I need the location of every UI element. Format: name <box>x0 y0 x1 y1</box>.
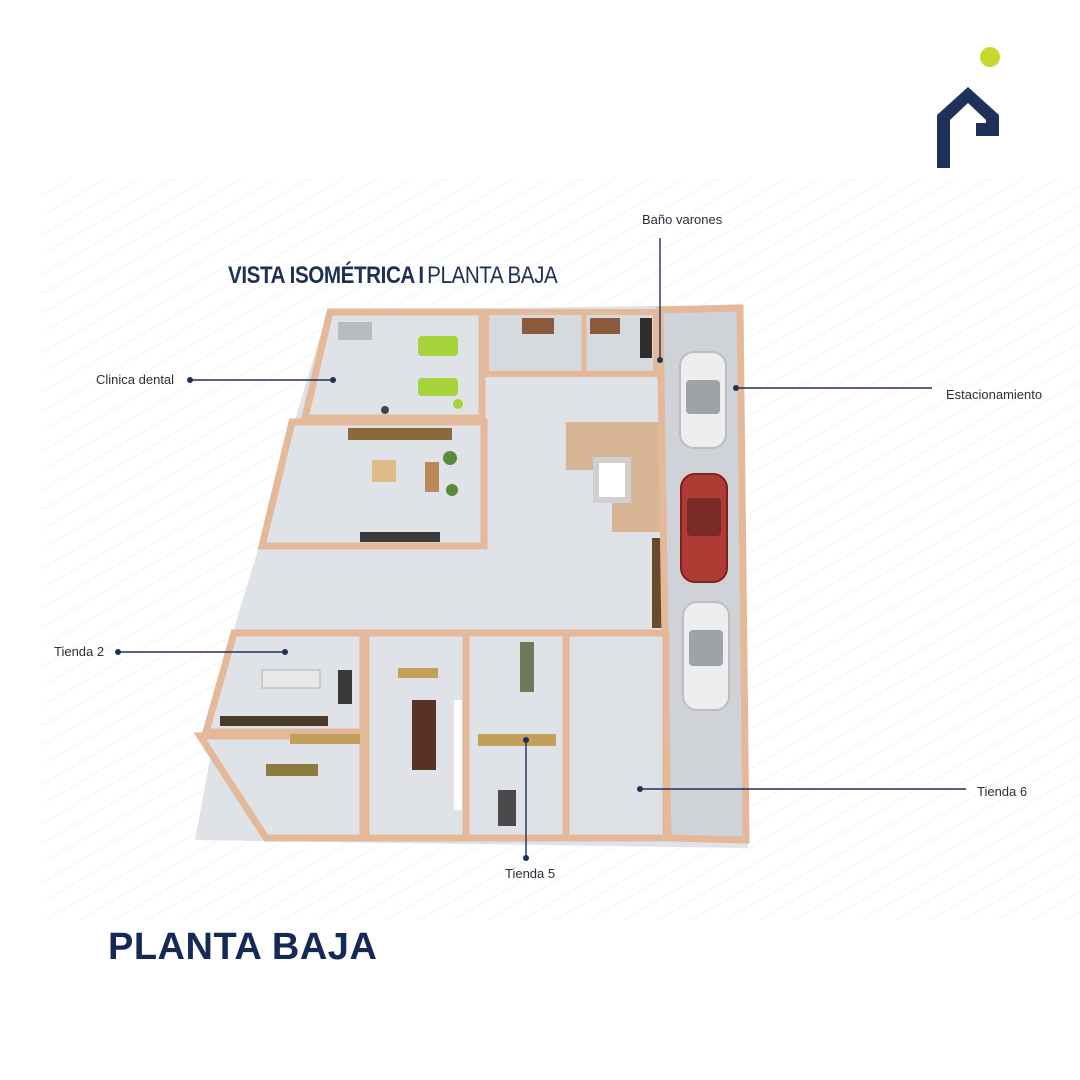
car-white-1 <box>679 351 727 449</box>
plan-heading-separator: I <box>418 262 424 289</box>
callout-tienda-6: Tienda 6 <box>977 784 1028 799</box>
callout-clinica-dental: Clinica dental <box>96 372 175 387</box>
tienda-6-room <box>562 629 670 842</box>
bano-varones-room <box>483 309 659 377</box>
clinica-dental-room <box>300 308 486 422</box>
plan-heading-light: PLANTA BAJA <box>427 262 558 289</box>
car-white-2 <box>682 601 730 711</box>
tienda-3-room <box>362 629 470 842</box>
callout-bano-varones: Baño varones <box>642 212 723 227</box>
car-red <box>680 473 728 583</box>
stair-core <box>566 422 668 628</box>
callout-leader-lines <box>118 238 966 858</box>
page-title: PLANTA BAJA <box>108 926 378 968</box>
callout-estacionamiento: Estacionamiento <box>946 387 1043 402</box>
plan-heading-bold: VISTA ISOMÉTRICA <box>228 262 415 289</box>
tienda-2-room <box>201 629 367 736</box>
office-room <box>257 418 488 550</box>
callout-tienda-5: Tienda 5 <box>505 866 556 881</box>
brand-logo-icon <box>937 47 1000 168</box>
callout-dots <box>115 357 739 861</box>
tienda-5-room <box>462 629 570 842</box>
estacionamiento-area <box>656 304 750 844</box>
callout-tienda-2: Tienda 2 <box>54 644 105 659</box>
